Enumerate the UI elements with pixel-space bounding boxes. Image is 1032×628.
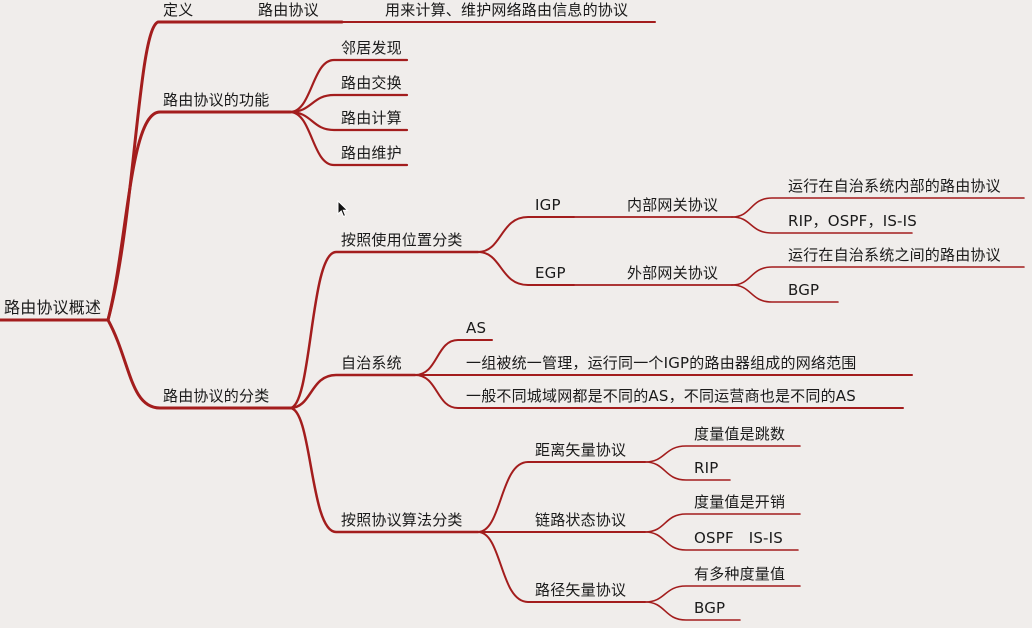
- edge-position-egp: [477, 251, 575, 286]
- edge-egp-desc: [731, 266, 1025, 286]
- distance-metric-node[interactable]: 度量值是跳数: [694, 425, 786, 443]
- edge-link-example: [644, 531, 799, 551]
- egp-examples-node[interactable]: BGP: [788, 281, 820, 299]
- igp-node[interactable]: IGP: [535, 196, 561, 214]
- edge-functions-item2: [288, 93, 409, 114]
- path-vector-node[interactable]: 路径矢量协议: [535, 581, 627, 599]
- edge-as-item1: [414, 339, 493, 376]
- by-position-node[interactable]: 按照使用位置分类: [341, 231, 463, 249]
- igp-examples-node[interactable]: RIP，OSPF，IS-IS: [788, 212, 917, 230]
- edge-class-position: [288, 250, 480, 410]
- edge-position-igp: [477, 216, 575, 253]
- definition-desc-node[interactable]: 用来计算、维护网络路由信息的协议: [385, 1, 629, 19]
- path-metric-node[interactable]: 有多种度量值: [694, 565, 786, 583]
- edge-igp-examples: [731, 216, 913, 234]
- as-item-1[interactable]: AS: [466, 319, 487, 337]
- distance-example-node[interactable]: RIP: [694, 459, 719, 477]
- edge-as-item3: [414, 374, 904, 409]
- mouse-pointer-icon: [337, 200, 349, 218]
- edge-alg-distance: [477, 461, 646, 533]
- edge-root-definition: [106, 20, 344, 322]
- by-algorithm-node[interactable]: 按照协议算法分类: [341, 511, 463, 529]
- edge-functions-item1: [288, 58, 409, 114]
- link-metric-node[interactable]: 度量值是开销: [694, 493, 786, 511]
- edge-link-metric: [644, 513, 801, 533]
- functions-node[interactable]: 路由协议的功能: [163, 91, 270, 109]
- function-item-4[interactable]: 路由维护: [341, 144, 402, 162]
- egp-node[interactable]: EGP: [535, 264, 566, 282]
- classification-node[interactable]: 路由协议的分类: [163, 387, 270, 405]
- function-item-1[interactable]: 邻居发现: [341, 39, 402, 57]
- edge-alg-path: [477, 531, 646, 603]
- distance-vector-node[interactable]: 距离矢量协议: [535, 441, 627, 459]
- link-state-node[interactable]: 链路状态协议: [535, 511, 627, 529]
- egp-desc-node[interactable]: 运行在自治系统之间的路由协议: [788, 246, 1001, 264]
- path-example-node[interactable]: BGP: [694, 599, 726, 617]
- edge-path-example: [644, 601, 741, 621]
- edge-path-metric: [644, 585, 801, 603]
- igp-desc-node[interactable]: 运行在自治系统内部的路由协议: [788, 177, 1001, 195]
- edge-igp-desc: [731, 197, 1025, 218]
- function-item-2[interactable]: 路由交换: [341, 74, 402, 92]
- as-item-3[interactable]: 一般不同城域网都是不同的AS，不同运营商也是不同的AS: [466, 387, 856, 405]
- edge-class-as: [288, 373, 417, 410]
- definition-node[interactable]: 定义: [163, 1, 194, 19]
- edge-class-algorithm: [288, 406, 480, 534]
- edge-egp-examples: [731, 284, 839, 303]
- edge-root-functions: [106, 110, 292, 322]
- igp-full-node[interactable]: 内部网关协议: [627, 196, 719, 214]
- egp-full-node[interactable]: 外部网关协议: [627, 264, 719, 282]
- function-item-3[interactable]: 路由计算: [341, 109, 402, 127]
- root-node[interactable]: 路由协议概述: [4, 298, 102, 317]
- link-example-node[interactable]: OSPF IS-IS: [694, 529, 784, 547]
- edge-distance-metric: [644, 445, 801, 463]
- as-item-2[interactable]: 一组被统一管理，运行同一个IGP的路由器组成的网络范围: [466, 354, 857, 372]
- edge-root-classification: [106, 318, 292, 410]
- definition-term-node[interactable]: 路由协议: [258, 1, 319, 19]
- edge-functions-item4: [288, 110, 409, 167]
- edge-distance-example: [644, 461, 731, 481]
- as-node[interactable]: 自治系统: [341, 354, 402, 372]
